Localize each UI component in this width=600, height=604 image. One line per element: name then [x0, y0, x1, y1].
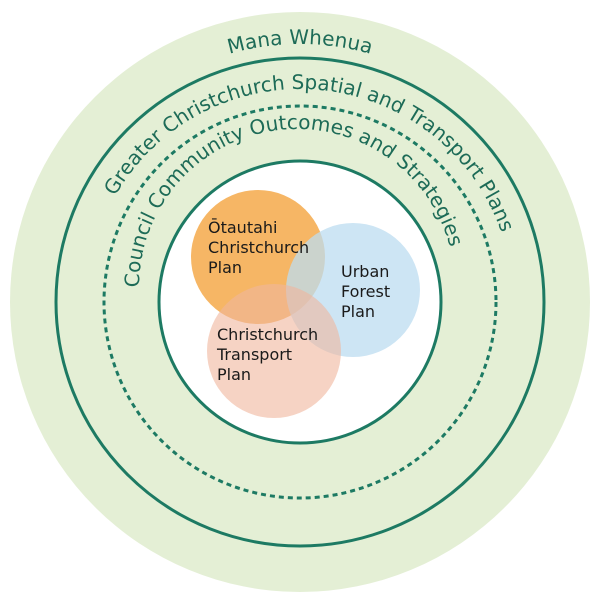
- spatial-plans-ring-border: [54, 56, 546, 548]
- community-outcomes-ring-border: [102, 104, 498, 500]
- urban-forest-plan-label: Urban Forest Plan: [341, 262, 395, 321]
- otautahi-plan-label: Ōtautahi Christchurch Plan: [208, 218, 314, 277]
- plan-circles: [191, 190, 420, 418]
- transport-plan-circle: [207, 284, 341, 418]
- transport-plan-label: Christchurch Transport Plan: [216, 325, 323, 384]
